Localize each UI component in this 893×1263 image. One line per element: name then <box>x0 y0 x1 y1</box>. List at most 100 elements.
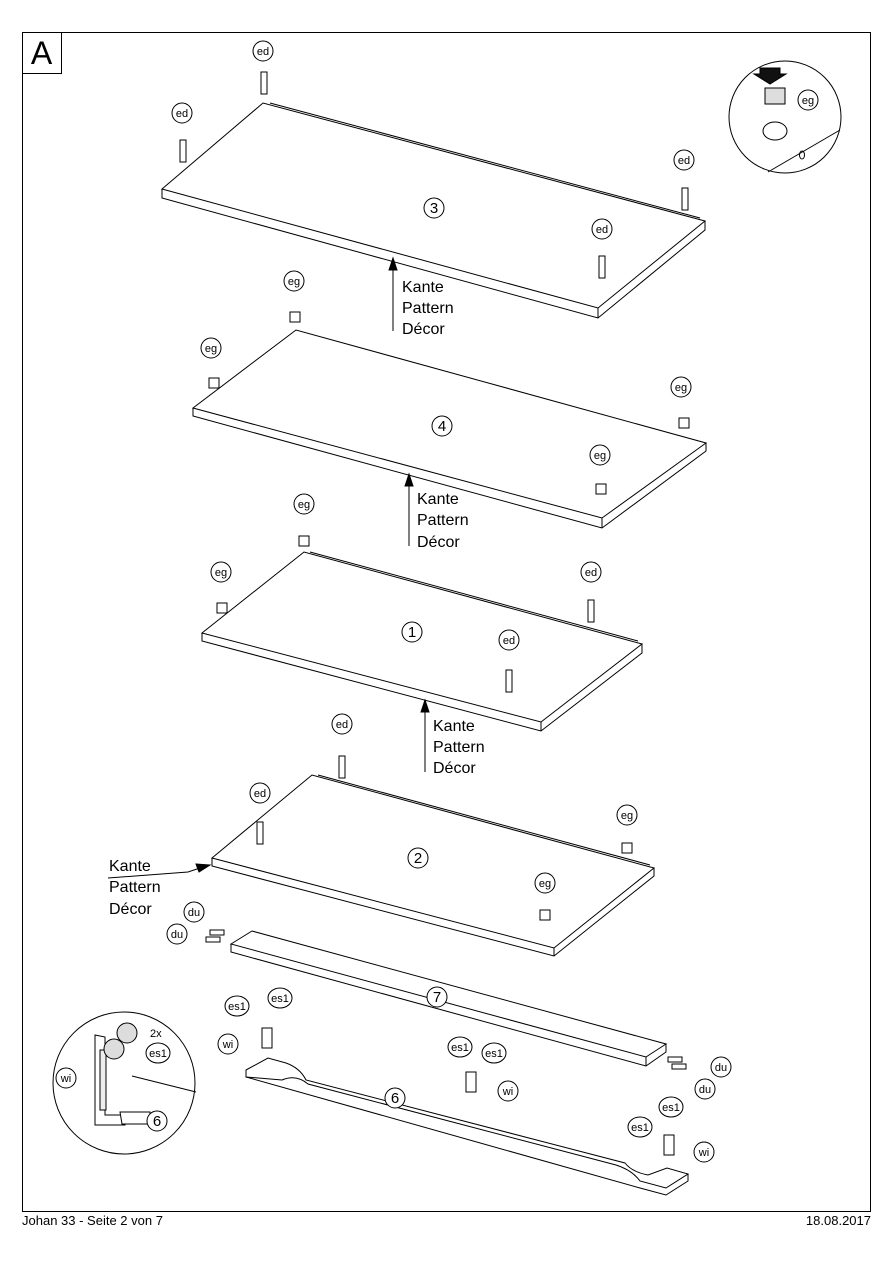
du-callout-circle <box>694 1078 716 1100</box>
edge-label-3-line2: Pattern <box>402 300 454 317</box>
panel-1-number: 1 <box>408 624 416 641</box>
ed-callout-circle <box>498 629 520 651</box>
du-callout-label: du <box>188 907 200 919</box>
eg-callout-circle <box>616 804 638 826</box>
es1-callout-circle <box>447 1036 473 1058</box>
panel-7-number: 7 <box>433 989 441 1006</box>
es1-callout-circle <box>267 987 293 1009</box>
eg-callout-circle <box>589 444 611 466</box>
ed-callout-label: ed <box>678 155 690 167</box>
edge-label-3-line3: Décor <box>402 321 445 338</box>
panel-3-number: 3 <box>430 200 438 217</box>
es1-callout-label: es1 <box>228 1001 246 1013</box>
es1-callout-label: es1 <box>662 1102 680 1114</box>
wi-callout-label: wi <box>222 1039 233 1051</box>
ed-callout-label: ed <box>254 788 266 800</box>
edge-label-1-line3: Décor <box>433 760 476 777</box>
footer-page-info: Johan 33 - Seite 2 von 7 <box>22 1213 163 1228</box>
wi-callout-label: wi <box>502 1086 513 1098</box>
ed-callout-circle <box>252 40 274 62</box>
edge-label-2: Kante Pattern Décor <box>109 858 161 918</box>
panel-2: 2 <box>210 755 656 957</box>
panel-2-number: 2 <box>414 850 422 867</box>
ed-callout-circle <box>580 561 602 583</box>
es1-callout-label: es1 <box>149 1048 167 1060</box>
edge-label-2-line2: Pattern <box>109 879 161 896</box>
edge-label-3-line1: Kante <box>402 279 444 296</box>
es1-callout-circle <box>481 1042 507 1064</box>
wi-callout-circle <box>497 1080 519 1102</box>
eg-callout-label: eg <box>539 878 551 890</box>
footer-date: 18.08.2017 <box>805 1213 871 1228</box>
du-callout-label: du <box>171 929 183 941</box>
ed-callout-circle <box>331 713 353 735</box>
edge-label-4-line1: Kante <box>417 491 459 508</box>
panel-6: 6 <box>245 1027 690 1196</box>
eg-callout-circle <box>670 376 692 398</box>
eg-detail-label: eg <box>802 95 814 107</box>
es1-callout-circle <box>224 995 250 1017</box>
eg-callout-circle <box>283 270 305 292</box>
step-letter: A <box>22 32 62 74</box>
wi-callout-circle <box>693 1141 715 1163</box>
es1-callout-circle <box>658 1096 684 1118</box>
edge-arrow-3 <box>388 256 398 331</box>
eg-callout-circle <box>293 493 315 515</box>
panel-1: 1 <box>200 535 644 732</box>
eg-callout-circle <box>534 872 556 894</box>
detail-quantity: 2x <box>150 1028 162 1040</box>
eg-callout-circle <box>210 561 232 583</box>
eg-callout-circle <box>200 337 222 359</box>
ed-callout-label: ed <box>596 224 608 236</box>
panel-4: 4 <box>191 311 708 529</box>
panel-6-number: 6 <box>391 1090 399 1107</box>
edge-label-1: Kante Pattern Décor <box>433 718 485 777</box>
edge-arrow-4 <box>404 472 414 546</box>
eg-callout-label: eg <box>621 810 633 822</box>
ed-callout-label: ed <box>176 108 188 120</box>
eg-callout-label: eg <box>594 450 606 462</box>
ed-callout-circle <box>249 782 271 804</box>
du-callout-circle <box>710 1056 732 1078</box>
ed-callout-circle <box>591 218 613 240</box>
du-callout-circle <box>183 901 205 923</box>
eg-callout-label: eg <box>298 499 310 511</box>
wi-callout-circle <box>217 1033 239 1055</box>
panel-3: 3 <box>160 71 707 319</box>
ed-callout-label: ed <box>503 635 515 647</box>
edge-label-4-line2: Pattern <box>417 512 469 529</box>
es1-callout-label: es1 <box>271 993 289 1005</box>
ed-callout-circle <box>673 149 695 171</box>
ed-callout-label: ed <box>336 719 348 731</box>
eg-callout-label: eg <box>215 567 227 579</box>
page-frame <box>22 32 871 1212</box>
edge-label-4-line3: Décor <box>417 534 460 551</box>
wi-callout-circle <box>55 1067 77 1089</box>
edge-label-2-line3: Décor <box>109 901 152 918</box>
es1-callout-circle <box>145 1042 171 1064</box>
ed-callout-label: ed <box>257 46 269 58</box>
eg-callout-label: eg <box>675 382 687 394</box>
edge-label-4: Kante Pattern Décor <box>417 491 469 551</box>
detail-panel-6-number: 6 <box>153 1113 161 1130</box>
eg-callout-label: eg <box>205 343 217 355</box>
wi-callout-label: wi <box>60 1073 71 1085</box>
eg-callout-label: eg <box>288 276 300 288</box>
es1-callout-circle <box>627 1116 653 1138</box>
du-callout-label: du <box>699 1084 711 1096</box>
panel-4-number: 4 <box>438 418 446 435</box>
edge-arrow-1 <box>420 698 430 772</box>
edge-label-1-line1: Kante <box>433 718 475 735</box>
edge-arrow-2 <box>107 863 212 879</box>
edge-label-2-line1: Kante <box>109 858 151 875</box>
du-callout-circle <box>166 923 188 945</box>
ed-callout-circle <box>171 102 193 124</box>
es1-callout-label: es1 <box>485 1048 503 1060</box>
wi-callout-label: wi <box>698 1147 709 1159</box>
es1-callout-label: es1 <box>631 1122 649 1134</box>
ed-callout-label: ed <box>585 567 597 579</box>
es1-callout-label: es1 <box>451 1042 469 1054</box>
du-callout-label: du <box>715 1062 727 1074</box>
